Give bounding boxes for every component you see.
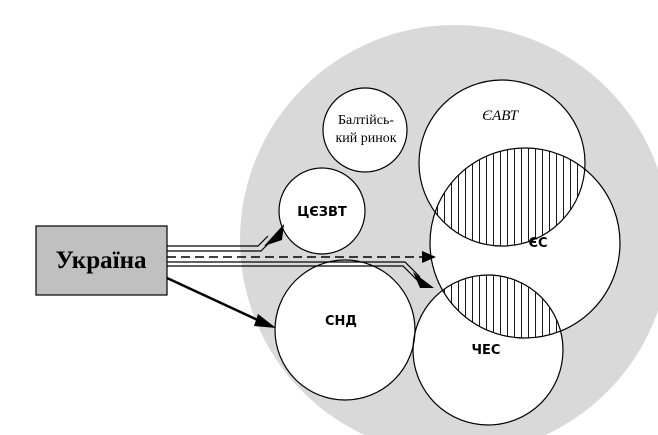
ukraine-label: Україна: [56, 247, 147, 274]
circle-eavt: [418, 79, 586, 247]
ukraine-box: [35, 225, 168, 296]
arrows: [166, 224, 436, 328]
ches-label: ЧЕС: [472, 343, 501, 358]
arrow-to-snd: [166, 276, 263, 324]
tsezvt-label: ЦЄЗВТ: [297, 205, 347, 220]
arrow-to-tsezvt: [167, 235, 269, 247]
snd-label: СНД: [325, 314, 357, 329]
baltic-label-line2: кий ринок: [335, 131, 396, 146]
arrow-to-ches: [167, 261, 421, 278]
circle-es: [429, 147, 621, 339]
circle-ches: [412, 274, 564, 426]
circle-tsezvt: [278, 167, 366, 255]
baltic-label-line1: Балтійсь-: [338, 113, 394, 128]
es-label: ЄС: [528, 236, 547, 251]
circle-snd: [274, 259, 416, 401]
circle-baltic: [322, 87, 408, 173]
eavt-label: ЄАВТ: [482, 108, 520, 124]
